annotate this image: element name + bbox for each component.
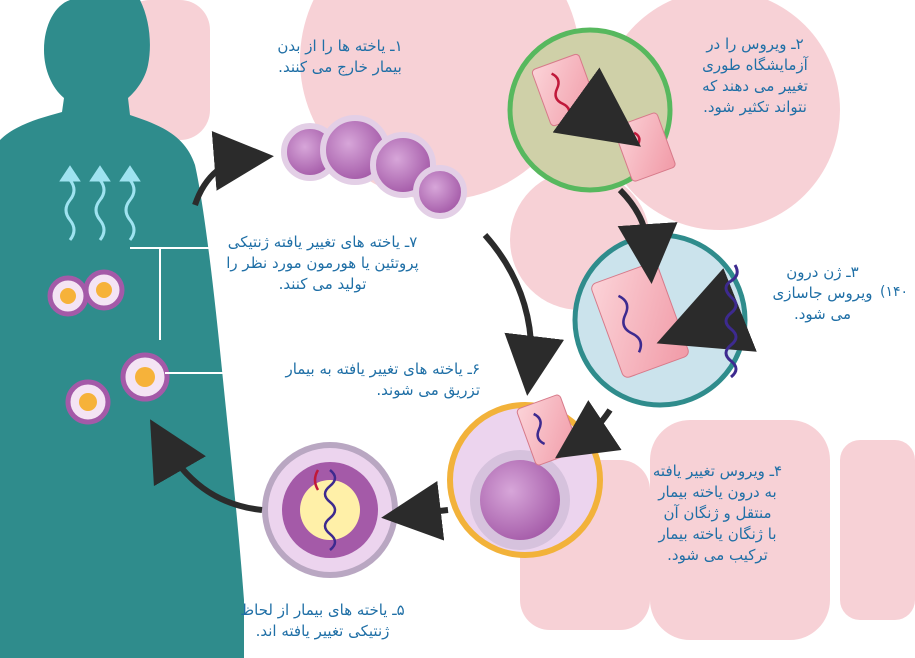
step-4-label: ۴ـ ویروس تغییر یافته به درون یاخته بیمار… <box>625 461 810 566</box>
edge-fragment: (۱۴۰ <box>880 284 908 300</box>
step-5-label: ۵ـ یاخته های بیمار از لحاظ ژنتیکی تغییر … <box>215 600 430 642</box>
gene-insertion-circle <box>575 235 745 405</box>
step-3-label: ۳ـ ژن درون ویروس جاسازی می شود. <box>765 262 880 325</box>
infected-cell <box>450 394 600 555</box>
step-2-label: ۲ـ ویروس را در آزمایشگاه طوری تغییر می د… <box>680 34 830 118</box>
step-1-label: ۱ـ یاخته ها را از بدن بیمار خارج می کنند… <box>245 36 435 78</box>
step-7-label: ۷ـ یاخته های تغییر یافته ژنتیکی پروتئین … <box>215 232 430 295</box>
step-6-label: ۶ـ یاخته های تغییر یافته به بیمار تزریق … <box>250 359 480 401</box>
modified-cell <box>265 445 395 575</box>
